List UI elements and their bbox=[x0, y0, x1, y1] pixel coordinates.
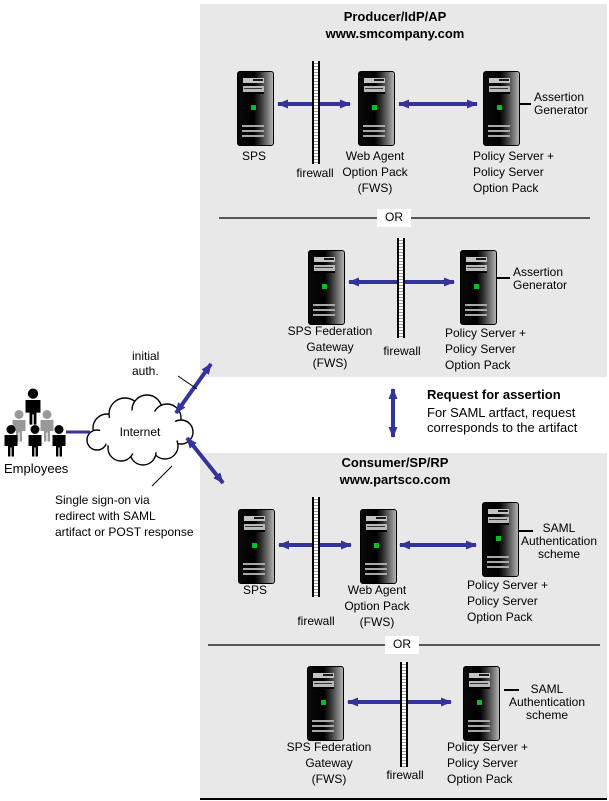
internet-label: Internet bbox=[120, 425, 161, 439]
vent-lines-icon bbox=[487, 553, 509, 571]
vent-lines-icon bbox=[465, 301, 487, 319]
vent-lines-icon bbox=[488, 122, 510, 140]
power-led-icon bbox=[477, 700, 482, 705]
producer-firewall-2 bbox=[397, 238, 405, 338]
consumer-gateway-label: SPS Federation Gateway (FWS) bbox=[286, 740, 372, 786]
consumer-webagent-label: Web Agent Option Pack (FWS) bbox=[344, 583, 410, 629]
vent-lines-icon bbox=[365, 560, 387, 578]
server-consumer-webagent bbox=[360, 509, 397, 584]
server-consumer-gateway bbox=[307, 666, 344, 741]
vent-lines-icon bbox=[312, 717, 334, 735]
drive-bay-icon bbox=[244, 516, 265, 521]
request-assertion-body: For SAML artfact, request corresponds to… bbox=[427, 405, 578, 435]
consumer-domain: www.partsco.com bbox=[339, 472, 451, 487]
drive-bay-icon bbox=[469, 681, 490, 689]
server-producer-webagent bbox=[358, 71, 395, 146]
vent-lines-icon bbox=[468, 717, 490, 735]
drive-bay-icon bbox=[466, 257, 487, 262]
power-led-icon bbox=[251, 105, 256, 110]
producer-webagent-label: Web Agent Option Pack (FWS) bbox=[342, 149, 408, 195]
drive-bay-icon bbox=[313, 673, 334, 678]
request-assertion-title: Request for assertion bbox=[427, 387, 561, 402]
drive-bay-icon bbox=[364, 86, 385, 94]
drive-bay-icon bbox=[364, 78, 385, 83]
consumer-policy-label: Policy Server + Policy Server Option Pac… bbox=[467, 578, 549, 624]
internet-cloud: Internet bbox=[86, 394, 194, 466]
producer-policy-label: Policy Server + Policy Server Option Pac… bbox=[473, 149, 555, 195]
producer-firewall1-label: firewall bbox=[296, 166, 334, 180]
producer-gateway-label: SPS Federation Gateway (FWS) bbox=[287, 324, 373, 370]
initial-auth-label: initial auth. bbox=[132, 349, 160, 378]
power-led-icon bbox=[372, 105, 377, 110]
server-producer-policy2 bbox=[460, 250, 497, 325]
power-led-icon bbox=[496, 536, 501, 541]
power-led-icon bbox=[497, 105, 502, 110]
consumer-title: Consumer/SP/RP bbox=[341, 455, 449, 470]
consumer-title-block: Consumer/SP/RP www.partsco.com bbox=[200, 454, 590, 488]
drive-bay-icon bbox=[244, 524, 265, 532]
server-producer-policy bbox=[483, 71, 520, 146]
producer-assertion-generator-label: Assertion Generator bbox=[534, 90, 589, 117]
drive-bay-icon bbox=[313, 681, 334, 689]
consumer-firewall1-label: firewall bbox=[297, 614, 335, 628]
consumer-firewall-2 bbox=[400, 662, 408, 767]
power-led-icon bbox=[322, 284, 327, 289]
consumer-firewall-1 bbox=[312, 497, 320, 597]
consumer-saml-auth-label: SAML Authentication scheme bbox=[520, 521, 598, 561]
vent-lines-icon bbox=[243, 560, 265, 578]
power-led-icon bbox=[474, 284, 479, 289]
vent-lines-icon bbox=[242, 122, 264, 140]
producer-firewall2-label: firewall bbox=[383, 344, 421, 358]
consumer-sps-label: SPS bbox=[242, 583, 267, 597]
vent-lines-icon bbox=[313, 301, 335, 319]
employees-label: Employees bbox=[4, 461, 69, 476]
producer-policy2-label: Policy Server + Policy Server Option Pac… bbox=[445, 326, 527, 372]
drive-bay-icon bbox=[488, 517, 509, 525]
drive-bay-icon bbox=[243, 78, 264, 83]
server-producer-gateway bbox=[308, 250, 345, 325]
consumer-or-badge: OR bbox=[385, 636, 419, 654]
consumer-saml-auth2-label: SAML Authentication scheme bbox=[508, 682, 586, 722]
drive-bay-icon bbox=[314, 257, 335, 262]
drive-bay-icon bbox=[489, 86, 510, 94]
power-led-icon bbox=[321, 700, 326, 705]
power-led-icon bbox=[374, 543, 379, 548]
sso-note-label: Single sign-on via redirect with SAML ar… bbox=[55, 493, 194, 539]
drive-bay-icon bbox=[366, 524, 387, 532]
vent-lines-icon bbox=[363, 122, 385, 140]
cloud-fill bbox=[100, 410, 180, 454]
drive-bay-icon bbox=[466, 265, 487, 273]
drive-bay-icon bbox=[488, 509, 509, 514]
server-consumer-sps bbox=[238, 509, 275, 584]
consumer-firewall2-label: firewall bbox=[386, 768, 424, 782]
producer-firewall-1 bbox=[312, 61, 320, 164]
power-led-icon bbox=[252, 543, 257, 548]
producer-title: Producer/IdP/AP bbox=[343, 9, 447, 24]
drive-bay-icon bbox=[469, 673, 490, 678]
server-consumer-policy2 bbox=[463, 666, 500, 741]
employees-icon bbox=[4, 388, 66, 457]
producer-title-block: Producer/IdP/AP www.smcompany.com bbox=[200, 8, 590, 42]
producer-domain: www.smcompany.com bbox=[325, 26, 465, 41]
drive-bay-icon bbox=[314, 265, 335, 273]
producer-assertion-generator2-label: Assertion Generator bbox=[513, 265, 568, 292]
server-consumer-policy bbox=[482, 502, 519, 577]
server-producer-sps bbox=[237, 71, 274, 146]
producer-sps-label: SPS bbox=[241, 149, 266, 163]
producer-or-badge: OR bbox=[377, 209, 411, 227]
consumer-policy2-label: Policy Server + Policy Server Option Pac… bbox=[447, 740, 529, 786]
drive-bay-icon bbox=[366, 516, 387, 521]
drive-bay-icon bbox=[489, 78, 510, 83]
drive-bay-icon bbox=[243, 86, 264, 94]
sso-note-pointer bbox=[151, 465, 173, 487]
